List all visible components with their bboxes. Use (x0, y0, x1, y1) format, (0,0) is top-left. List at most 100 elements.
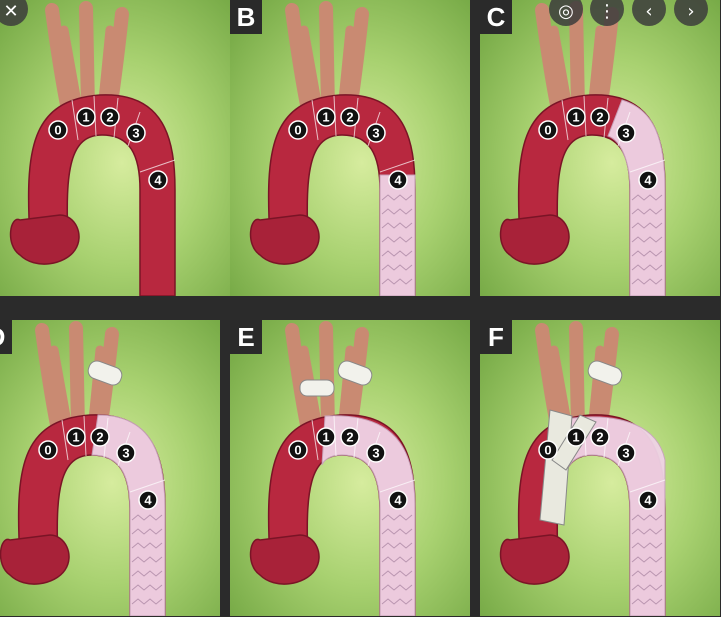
zone-marker-2 (590, 427, 610, 447)
graft-wire (131, 542, 163, 549)
zone-marker-1 (316, 107, 336, 127)
zone-marker-2 (90, 427, 110, 447)
zone-marker-0 (38, 440, 58, 460)
graft-wire (131, 584, 163, 591)
zone-label-1: 1 (572, 430, 579, 445)
zone-marker-2 (340, 107, 360, 127)
zone-divider (139, 159, 176, 173)
aortic-root (9, 214, 80, 265)
graft-wire (381, 542, 413, 549)
graft-wire (131, 556, 163, 563)
zone-marker-4 (638, 170, 658, 190)
aorta-illustration: 0 1 2 3 4 (9, 1, 176, 296)
chevron-right-icon: › (687, 1, 695, 22)
zone-label-1: 1 (82, 110, 89, 125)
zone-marker-4 (388, 170, 408, 190)
zone-label-4: 4 (144, 493, 152, 508)
panel-label: D (0, 320, 12, 354)
aortic-root (249, 534, 320, 585)
stent-graft (321, 415, 416, 616)
zone-marker-3 (366, 443, 386, 463)
stent-graft (559, 416, 666, 616)
zone-divider (311, 99, 319, 141)
stent-graft (379, 174, 416, 296)
graft-wire (381, 584, 413, 591)
graft-wire (381, 528, 413, 535)
zone-marker-4 (138, 490, 158, 510)
zone-label-0: 0 (294, 123, 301, 138)
branch-vessel (45, 3, 75, 117)
zone-divider (61, 419, 69, 461)
zone-label-4: 4 (644, 173, 652, 188)
branch-vessel (319, 321, 335, 435)
graft-wire (381, 194, 413, 201)
zone-label-2: 2 (596, 430, 603, 445)
graft-wire (131, 598, 163, 605)
google-lens-button[interactable]: ◎ (549, 0, 583, 26)
graft-wire (381, 514, 413, 521)
zone-label-4: 4 (394, 173, 402, 188)
zone-divider (311, 419, 319, 461)
zone-label-0: 0 (544, 123, 551, 138)
zone-marker-4 (388, 490, 408, 510)
graft-wire (631, 598, 663, 605)
panel-a: 0 1 2 3 4 (0, 0, 230, 296)
zone-divider (379, 479, 416, 493)
graft-wire (631, 528, 663, 535)
zone-label-0: 0 (54, 123, 61, 138)
zone-label-4: 4 (154, 173, 162, 188)
graft-wire (381, 598, 413, 605)
bypass-graft (587, 360, 623, 386)
graft-wire (131, 528, 163, 535)
panel-d: 01234D (0, 320, 220, 616)
graft-wire (381, 570, 413, 577)
branch-vessel (285, 3, 315, 117)
zone-marker-3 (616, 443, 636, 463)
zone-marker-4 (148, 170, 168, 190)
stent-graft (607, 99, 666, 296)
zone-marker-0 (538, 120, 558, 140)
more-options-button[interactable]: ⋮ (590, 0, 624, 26)
zone-marker-4 (638, 490, 658, 510)
zone-marker-3 (116, 443, 136, 463)
lens-icon: ◎ (558, 1, 574, 22)
next-image-button[interactable]: › (674, 0, 708, 26)
zone-label-2: 2 (106, 110, 113, 125)
zone-label-2: 2 (96, 430, 103, 445)
zone-label-3: 3 (622, 126, 629, 141)
zone-marker-1 (566, 107, 586, 127)
zone-marker-3 (366, 123, 386, 143)
bypass-graft (337, 360, 373, 386)
graft-wire (631, 250, 663, 257)
graft-wire (631, 264, 663, 271)
zone-divider (379, 159, 416, 173)
branch-vessel (79, 1, 95, 115)
zone-divider (561, 99, 569, 141)
panel-label: E (230, 320, 262, 354)
graft-wire (131, 514, 163, 521)
zone-marker-0 (538, 440, 558, 460)
branch-vessel (535, 3, 565, 117)
zone-marker-0 (288, 120, 308, 140)
zone-divider (129, 479, 166, 493)
graft-wire (381, 222, 413, 229)
zone-label-4: 4 (644, 493, 652, 508)
branch-vessel (569, 321, 585, 435)
zone-label-1: 1 (572, 110, 579, 125)
zone-label-3: 3 (132, 126, 139, 141)
zone-label-1: 1 (72, 430, 79, 445)
graft-wire (631, 542, 663, 549)
previous-image-button[interactable]: ‹ (632, 0, 666, 26)
close-icon: ✕ (3, 1, 19, 22)
graft-wire (381, 208, 413, 215)
graft-wire (381, 278, 413, 285)
aortic-root (249, 214, 320, 265)
zone-label-4: 4 (394, 493, 402, 508)
zone-label-3: 3 (122, 446, 129, 461)
zone-marker-1 (566, 427, 586, 447)
